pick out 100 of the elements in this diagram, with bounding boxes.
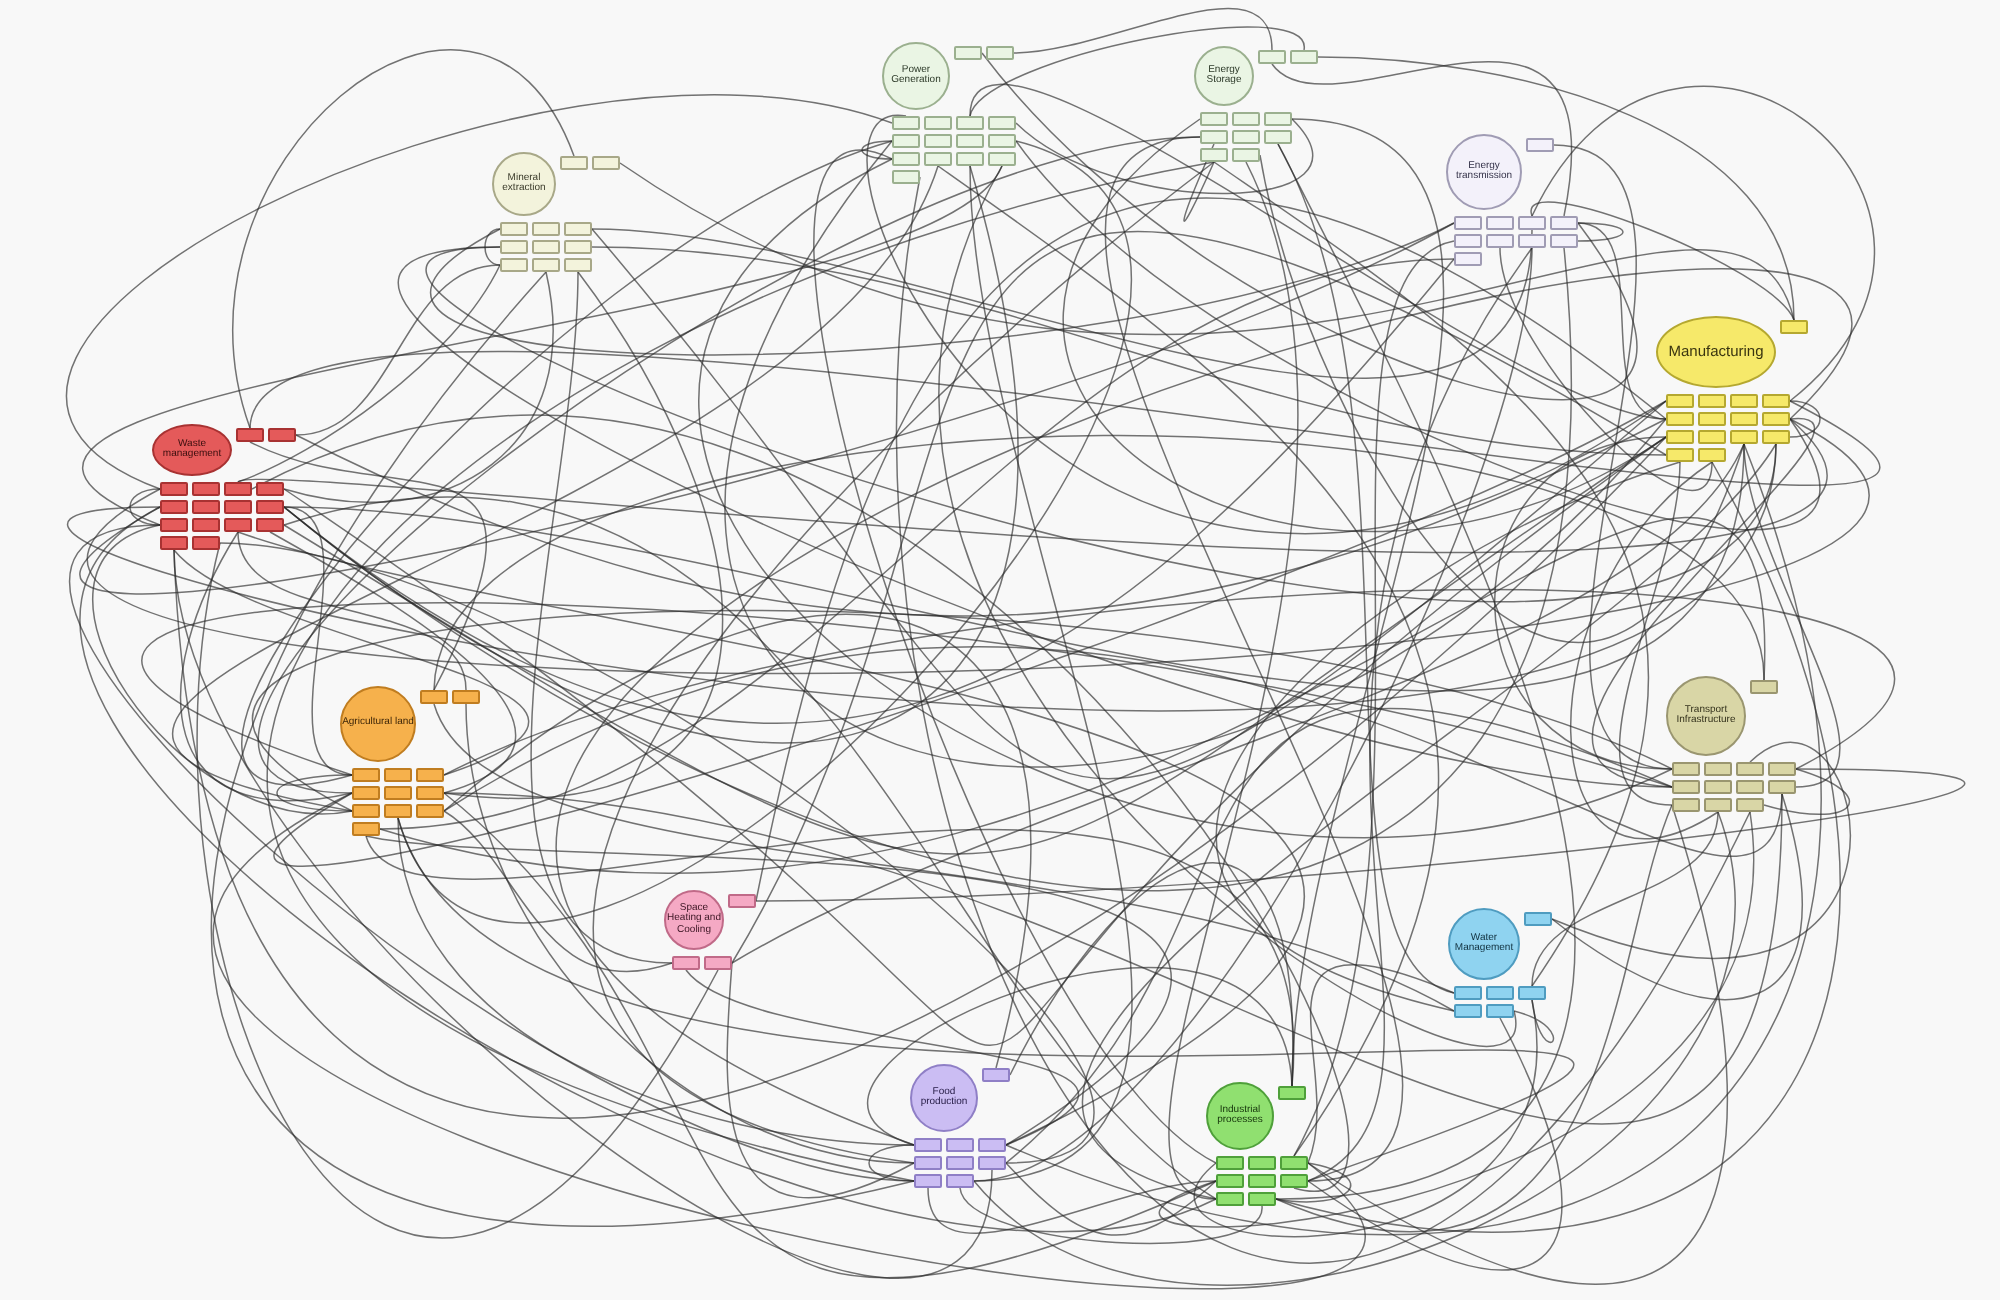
connector-line [295,418,1667,617]
connector-line [1789,400,1821,438]
connector-line [431,222,1455,356]
connector-line [969,26,1305,117]
sector-circle [340,686,416,762]
connector-line [295,264,501,436]
small-box [500,222,528,236]
connector-line [233,50,575,429]
connector-line [591,228,1533,379]
connector-line [1763,768,1851,816]
small-box [500,240,528,254]
connector-line [397,246,1673,788]
small-box [1264,130,1292,144]
small-box [1232,130,1260,144]
connector-line [379,258,1455,830]
small-box [1762,430,1790,444]
small-box [924,152,952,166]
connector-line [397,140,1131,924]
connector-line [1183,143,1215,222]
connector-line [83,222,1455,595]
small-box [1486,234,1514,248]
connector-line [530,271,673,964]
small-box [1762,394,1790,408]
connector-line [1551,793,1803,1001]
connector-line [379,518,1765,870]
connector-line [87,418,1869,674]
small-box [224,500,252,514]
small-box [1232,112,1260,126]
connector-line [237,531,467,691]
connector-line [276,774,353,812]
small-box [236,428,264,442]
small-box [1750,680,1778,694]
small-box [532,240,560,254]
connector-line [591,228,1667,780]
small-box [892,170,920,184]
small-box [1768,762,1796,776]
small-box [532,222,560,236]
small-box [256,500,284,514]
small-box [954,46,982,60]
small-box [384,786,412,800]
small-box [1736,780,1764,794]
sector-circle [492,152,556,216]
small-box [1672,780,1700,794]
small-box [532,258,560,272]
connector-line [242,140,893,786]
connector-line [1577,222,1624,242]
small-box [924,116,952,130]
small-box [564,222,592,236]
connector-line [1618,461,1681,806]
small-box [352,786,380,800]
small-box [268,428,296,442]
connector-line [866,115,1667,534]
connector-line [861,140,893,160]
small-box [384,804,412,818]
connector-line [249,441,488,691]
connector-line [283,271,554,503]
connector-line [237,418,1828,553]
small-box [892,116,920,130]
small-box [160,536,188,550]
sector-circle [1446,134,1522,210]
small-box [256,482,284,496]
small-box [956,134,984,148]
small-box [256,518,284,532]
connector-line [1569,461,1719,840]
sector-circle [1666,676,1746,756]
small-box [986,46,1014,60]
small-box [1704,798,1732,812]
connector-line [443,646,1783,858]
small-box [1672,798,1700,812]
small-box [892,134,920,148]
small-box [1550,216,1578,230]
connector-line [173,549,529,776]
sector-circle [152,424,232,476]
connector-line [283,258,1455,723]
small-box [1232,148,1260,162]
connector-line [725,140,1667,767]
small-box [1672,762,1700,776]
connector-line [1593,418,1814,788]
sector-circle [1194,46,1254,106]
small-box [1200,148,1228,162]
small-box [1666,430,1694,444]
small-box [1698,448,1726,462]
small-box [1698,394,1726,408]
small-box [1666,448,1694,462]
connector-line [1259,154,1745,642]
connector-line [210,271,915,1227]
small-box [352,768,380,782]
small-box [384,768,412,782]
small-box [1768,780,1796,794]
small-box [192,482,220,496]
small-box [1518,234,1546,248]
small-box [416,768,444,782]
connector-line [731,443,1745,964]
small-box [1780,320,1808,334]
connector-line [129,488,161,526]
connector-line [591,246,1667,456]
connector-line [1277,143,1455,994]
connector-line [1005,1162,1217,1236]
small-box [352,804,380,818]
connector-line [253,610,1673,812]
